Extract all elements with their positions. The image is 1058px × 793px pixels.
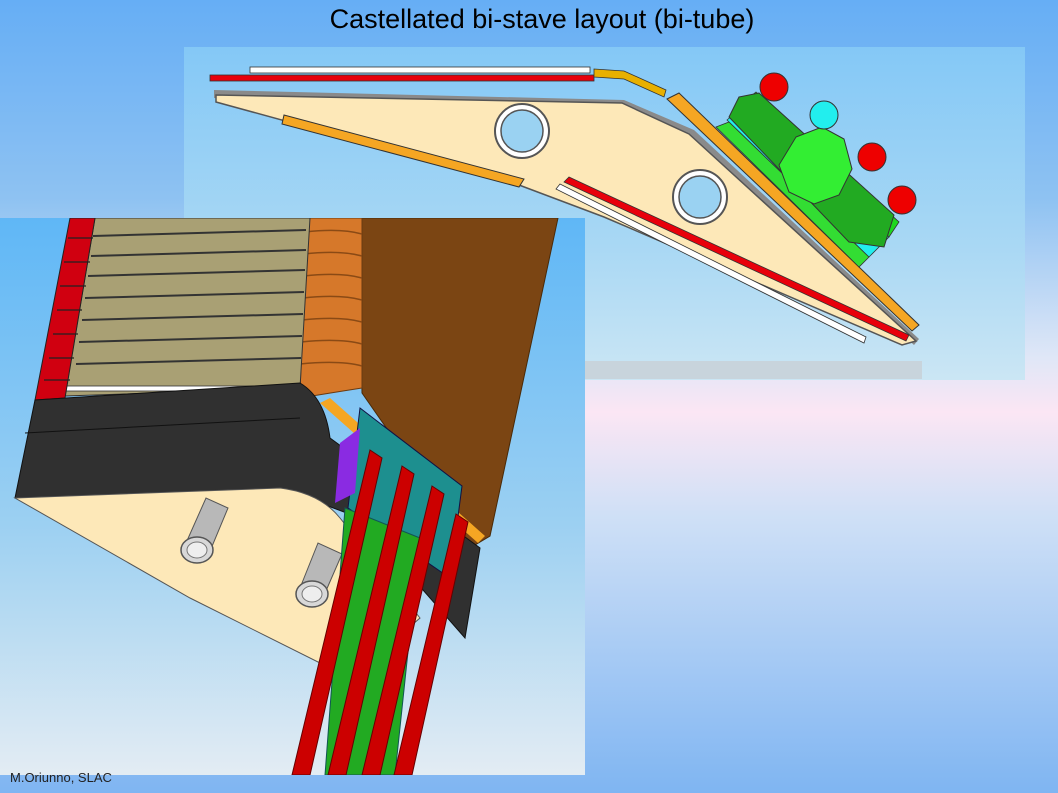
cooling-tube-left-bore <box>500 109 544 153</box>
sensor-top <box>209 74 595 82</box>
perspective-drawing <box>13 218 559 775</box>
sensor-top-bend <box>593 68 667 98</box>
carbon-face-bottom <box>281 114 525 188</box>
cross-section-drawing <box>209 66 922 379</box>
module-stack <box>64 218 311 397</box>
slide-title: Castellated bi-stave layout (bi-tube) <box>329 4 755 34</box>
module-stack-lines <box>75 229 307 365</box>
carbon-face-right <box>666 92 920 332</box>
wire-ball-3 <box>857 142 887 172</box>
wire-ball-4 <box>887 185 917 215</box>
cooling-tube-right-bore <box>678 175 722 219</box>
footer-credit: M.Oriunno, SLAC <box>10 770 112 785</box>
sensor-column-lines <box>44 237 93 381</box>
sensor-bottom-white <box>555 183 867 344</box>
wire-ball-1 <box>759 72 789 102</box>
red-cables <box>291 449 469 775</box>
wire-ball-2 <box>809 100 839 130</box>
panel-shadow-strip <box>584 361 922 379</box>
sensor-bottom <box>563 176 910 342</box>
orange-edge <box>299 218 363 399</box>
perspective-panel <box>0 218 585 775</box>
dark-core-line <box>24 417 301 434</box>
purple-connector <box>335 428 360 503</box>
sensor-top-white <box>249 66 591 74</box>
cross-section-panel <box>184 47 1025 380</box>
green-octagon <box>778 126 853 205</box>
orange-edge-ribs <box>299 229 363 367</box>
cooling-tube-a <box>180 497 229 564</box>
